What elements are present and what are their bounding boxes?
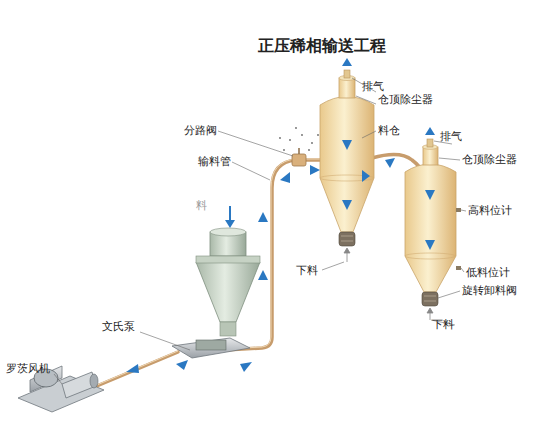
flow-arrow xyxy=(240,362,252,372)
silo-2 xyxy=(422,292,438,306)
dust-dots xyxy=(308,149,310,151)
exhaust-label: 排气 xyxy=(440,130,462,143)
leader-line xyxy=(439,158,460,160)
leader-line xyxy=(362,131,376,138)
venturi-label: 文氏泵 xyxy=(102,320,135,333)
silo-2 xyxy=(456,208,461,212)
feed-hopper xyxy=(220,322,236,336)
feed-arrow xyxy=(225,206,235,228)
silo-1 xyxy=(341,241,353,242)
silo-1 xyxy=(341,236,353,237)
silo-1 xyxy=(320,70,374,246)
leader-line xyxy=(322,262,344,270)
silo-2 xyxy=(424,301,436,302)
feed-arrow xyxy=(229,206,231,222)
conveying-pipe xyxy=(92,352,178,388)
silo-2 xyxy=(456,266,461,270)
flow-arrow xyxy=(310,165,320,175)
feed-hopper xyxy=(196,256,260,263)
flow-arrow xyxy=(342,200,352,210)
feed-arrow xyxy=(225,220,235,228)
diagram-title: 正压稀相输送工程 xyxy=(258,36,386,56)
silo-1 xyxy=(339,78,355,98)
discharge-label: 下料 xyxy=(432,318,454,331)
dust-dots xyxy=(289,139,291,141)
low-level-label: 低料位计 xyxy=(466,266,510,279)
discharge-label: 下料 xyxy=(296,264,318,277)
flow-arrow xyxy=(176,360,188,370)
roots-blower xyxy=(90,374,98,388)
silo-1 xyxy=(339,232,355,246)
leader-line xyxy=(461,268,464,272)
flow-arrow xyxy=(342,58,352,66)
leader-line xyxy=(140,332,190,350)
leader-line xyxy=(232,162,270,180)
feed-hopper xyxy=(196,262,260,322)
flow-arrow xyxy=(258,270,268,280)
dust-dots xyxy=(283,149,285,151)
flow-arrow xyxy=(425,190,435,200)
conveying-pipe xyxy=(92,154,422,388)
feed-hopper xyxy=(210,228,246,236)
flow-arrow xyxy=(258,212,268,222)
silo-2 xyxy=(423,147,438,165)
silo-2 xyxy=(405,139,461,306)
diverter-label: 分路阀 xyxy=(184,124,217,137)
rotary-valve-label: 旋转卸料阀 xyxy=(462,284,517,297)
blower-label: 罗茨风机 xyxy=(6,362,50,375)
pipe-highlight xyxy=(92,351,178,387)
dust-dots xyxy=(279,137,281,139)
pipe-label: 输料管 xyxy=(198,155,231,168)
flow-arrow xyxy=(425,127,435,135)
leader-line xyxy=(54,78,466,384)
dust-dots xyxy=(279,127,323,151)
silo-2 xyxy=(424,296,436,297)
discharge-arrow xyxy=(344,248,433,320)
leader-line xyxy=(438,291,460,298)
diverter-valve xyxy=(292,154,306,166)
discharge-arrow xyxy=(344,248,350,253)
silo-2 xyxy=(405,164,456,292)
silo-2 xyxy=(405,253,455,259)
silo-1 xyxy=(320,97,374,233)
flow-arrow xyxy=(342,140,352,150)
venturi-pump xyxy=(196,340,226,350)
dust-dots xyxy=(311,142,313,144)
leader-line xyxy=(356,96,376,104)
silo-2 xyxy=(427,139,433,147)
leader-line xyxy=(218,131,293,156)
pipe-highlight xyxy=(92,159,330,387)
high-level-label: 高料位计 xyxy=(468,204,512,217)
silo-label: 料仓 xyxy=(378,124,400,137)
flow-arrow xyxy=(280,172,290,183)
flow-arrow xyxy=(126,58,435,373)
flow-arrow xyxy=(362,170,370,182)
diverter-valve xyxy=(298,148,300,154)
flow-arrow xyxy=(425,240,435,250)
feed-label: 料 xyxy=(196,199,207,212)
flow-arrow xyxy=(126,364,139,373)
feed-hopper xyxy=(196,228,260,336)
dust-dots xyxy=(295,127,297,129)
diverter-valve xyxy=(292,148,306,166)
dust-dots xyxy=(301,134,303,136)
leader-line xyxy=(54,374,62,384)
silo-1 xyxy=(344,70,350,78)
dust-collector-label: 仓顶除尘器 xyxy=(462,153,517,166)
dust-collector-label: 仓顶除尘器 xyxy=(378,93,433,106)
dust-dots xyxy=(317,134,319,136)
leader-line xyxy=(461,210,466,211)
discharge-arrow xyxy=(427,308,433,313)
flow-arrow xyxy=(385,158,395,168)
exhaust-label: 排气 xyxy=(362,80,384,93)
